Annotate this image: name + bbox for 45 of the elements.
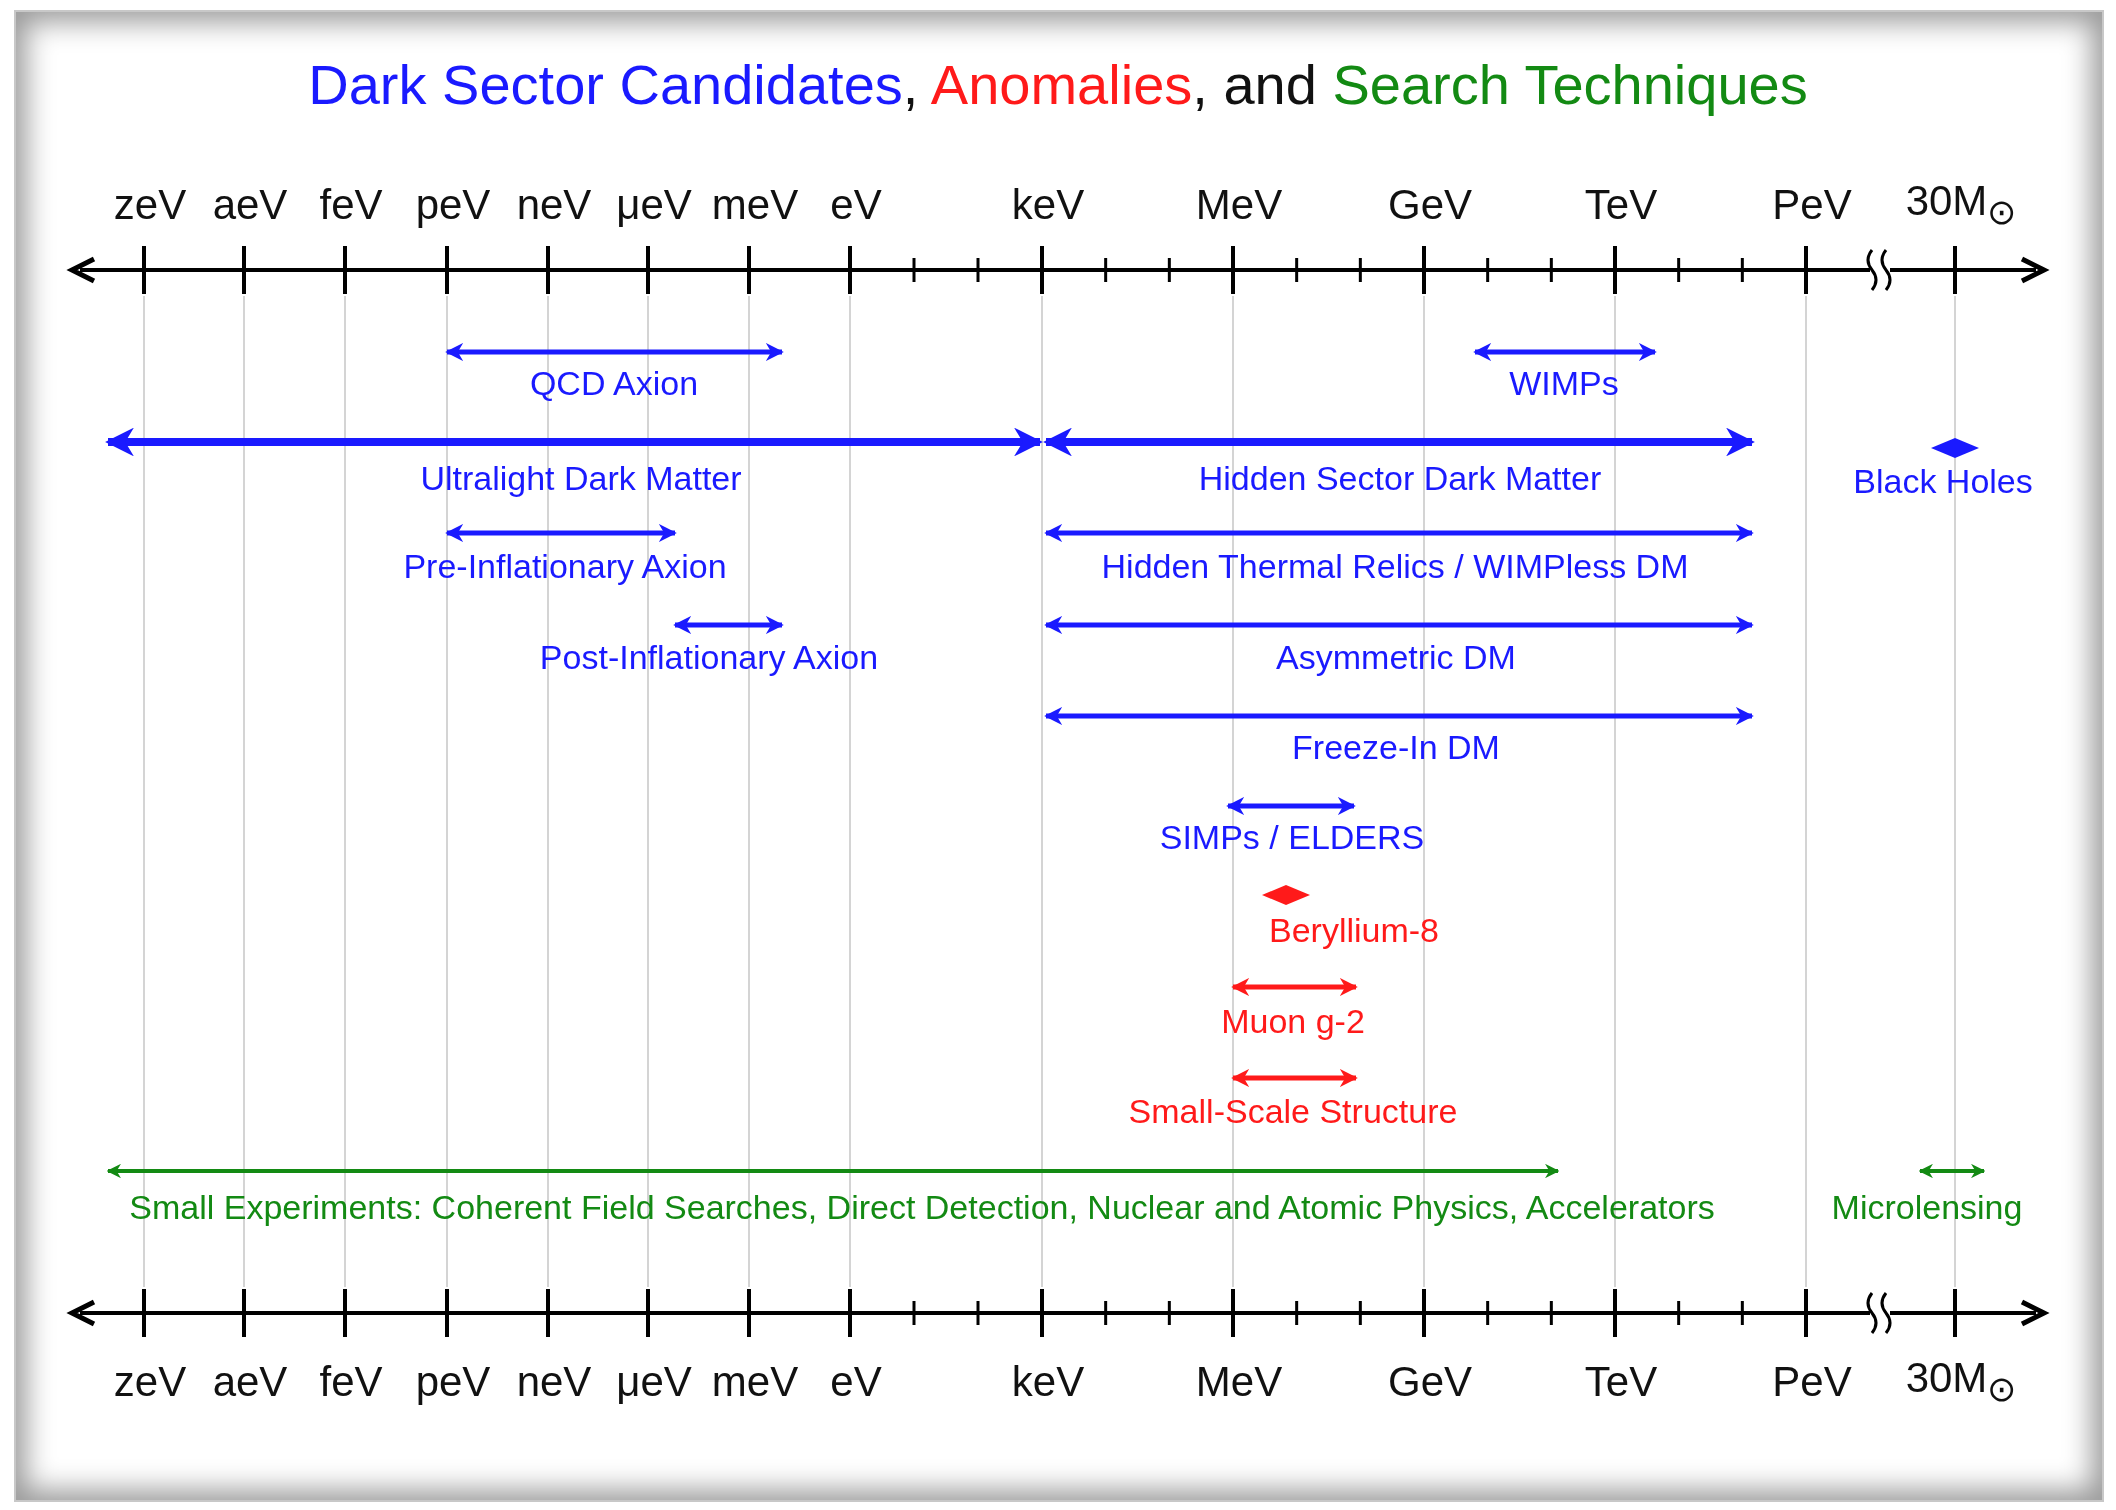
range-label: Hidden Thermal Relics / WIMPless DM xyxy=(1101,548,1689,586)
tick-label: feV xyxy=(319,181,383,229)
range-label: Black Holes xyxy=(1853,463,2033,501)
range-label: Small-Scale Structure xyxy=(1128,1093,1458,1131)
range-label: Hidden Sector Dark Matter xyxy=(1198,460,1602,498)
tick-label: PeV xyxy=(1772,181,1852,229)
tick-label: TeV xyxy=(1584,1358,1658,1406)
tick-label: keV xyxy=(1011,181,1085,229)
tick-label: PeV xyxy=(1772,1358,1852,1406)
range-label: Ultralight Dark Matter xyxy=(420,460,742,498)
tick-label: μeV xyxy=(616,1358,692,1406)
range-label: Asymmetric DM xyxy=(1276,639,1516,677)
range-label: WIMPs xyxy=(1509,365,1619,403)
tick-label: meV xyxy=(711,1358,799,1406)
range-label: Beryllium-8 xyxy=(1269,912,1439,950)
tick-label: eV xyxy=(830,1358,882,1406)
range-label: SIMPs / ELDERS xyxy=(1159,819,1425,857)
range-label: QCD Axion xyxy=(529,365,699,403)
range-label: Microlensing xyxy=(1831,1189,2023,1227)
tick-label: GeV xyxy=(1388,181,1472,229)
tick-label: zeV xyxy=(113,1358,187,1406)
tick-label: feV xyxy=(319,1358,383,1406)
tick-label: neV xyxy=(516,181,592,229)
tick-label: 30M$_{⊙}$ xyxy=(1905,178,2017,232)
tick-label: MeV xyxy=(1195,1358,1283,1406)
tick-label: keV xyxy=(1011,1358,1085,1406)
range-label: Post-Inflationary Axion xyxy=(539,639,879,677)
tick-label: aeV xyxy=(212,181,288,229)
tick-label: zeV xyxy=(113,181,187,229)
tick-label: neV xyxy=(516,1358,592,1406)
tick-label: peV xyxy=(415,181,491,229)
tick-label: GeV xyxy=(1388,1358,1472,1406)
tick-label: 30M$_{⊙}$ xyxy=(1905,1355,2017,1409)
tick-label: TeV xyxy=(1584,181,1658,229)
tick-label: meV xyxy=(711,181,799,229)
range-label: Freeze-In DM xyxy=(1292,729,1500,767)
tick-label: aeV xyxy=(212,1358,288,1406)
tick-label: peV xyxy=(415,1358,491,1406)
title: Dark Sector Candidates, Anomalies, and Search Techniques xyxy=(307,52,1809,118)
range-label: Muon g-2 xyxy=(1221,1003,1365,1041)
range-label: Pre-Inflationary Axion xyxy=(403,548,727,586)
tick-label: μeV xyxy=(616,181,692,229)
tick-label: eV xyxy=(830,181,882,229)
range-label: Small Experiments: Coherent Field Searches, Direct Detection, Nuclear and Atomic Physics, Accelerators xyxy=(129,1189,1715,1227)
tick-label: MeV xyxy=(1195,181,1283,229)
